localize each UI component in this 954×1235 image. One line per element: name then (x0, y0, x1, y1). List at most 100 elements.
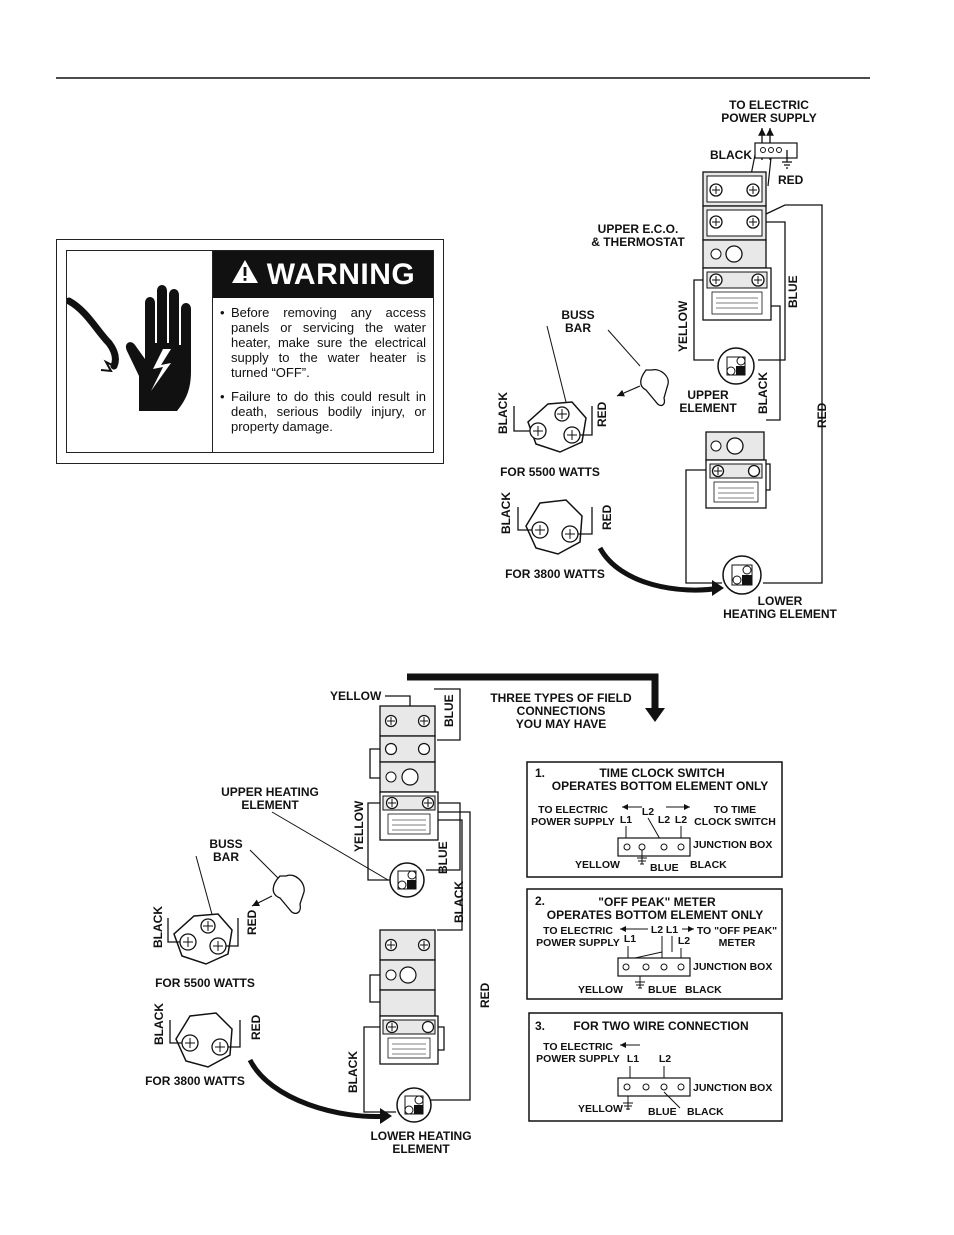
inset-3800 (517, 499, 593, 555)
yellow-wire-label: YELLOW (676, 300, 690, 352)
watts-5500-label: FOR 5500 WATTS (500, 465, 600, 479)
yellow-label: YELLOW (575, 859, 620, 871)
terminal-label: L2 (675, 814, 687, 826)
upper-heating-label: ELEMENT (241, 798, 299, 812)
terminal-label: L2 (651, 924, 663, 936)
upper-thermostat (702, 171, 772, 321)
box-title: TIME CLOCK SWITCH (599, 766, 724, 780)
inset-black-label: BLACK (496, 392, 510, 434)
inset-3800-2 (169, 1012, 241, 1068)
three-types-label: YOU MAY HAVE (516, 717, 606, 731)
blue-label: BLUE (648, 1106, 677, 1118)
buss-bar-icon (640, 369, 669, 407)
buss-bar-icon (272, 874, 305, 915)
left-label: POWER SUPPLY (531, 816, 615, 828)
lower-heating-element (722, 555, 762, 595)
black-lower-label: BLACK (346, 1051, 360, 1093)
lower-heating-element-2 (396, 1087, 432, 1123)
lower-element-label: HEATING ELEMENT (723, 607, 837, 621)
terminal-label: L2 (642, 806, 654, 818)
lower-heating-label: LOWER HEATING (370, 1129, 471, 1143)
three-types-label: THREE TYPES OF FIELD (490, 691, 632, 705)
connection-box-3: 3. FOR TWO WIRE CONNECTION TO ELECTRIC P… (528, 1012, 783, 1122)
warning-label: WARNING Before removing any access panel… (56, 239, 444, 464)
curved-arrow (247, 1058, 389, 1119)
left-label: TO ELECTRIC (538, 804, 608, 816)
junction-box (617, 837, 691, 857)
lower-element-label: LOWER (758, 594, 803, 608)
lower-thermostat (705, 431, 767, 509)
buss-bar-label: BUSS (209, 837, 242, 851)
supply-label: POWER SUPPLY (721, 111, 817, 125)
warning-triangle-icon (231, 258, 259, 292)
diagram-lower: YELLOW BLUE THREE TYPES OF FIELD CONNECT… (145, 673, 665, 1156)
right-label: CLOCK SWITCH (694, 816, 776, 828)
watts-5500-label: FOR 5500 WATTS (155, 976, 255, 990)
terminal-label: L1 (620, 814, 632, 826)
diagram-upper: TO ELECTRIC POWER SUPPLY BLACK RED (496, 98, 838, 621)
upper-element-label: ELEMENT (679, 401, 737, 415)
warning-title: WARNING (266, 257, 416, 291)
junction-box (617, 1077, 691, 1097)
terminal-label: L2 (678, 935, 690, 947)
blue-wire-label: BLUE (786, 275, 800, 308)
buss-bar-label: BAR (213, 850, 239, 864)
warning-banner: WARNING (213, 251, 433, 298)
inset-black-label: BLACK (499, 492, 513, 534)
terminal-label: L1 (627, 1053, 639, 1065)
left-label: POWER SUPPLY (536, 937, 620, 949)
inset-5500-2 (167, 913, 239, 965)
box-title: "OFF PEAK" METER (598, 895, 716, 909)
connection-box-2: 2. "OFF PEAK" METER OPERATES BOTTOM ELEM… (526, 888, 783, 1000)
warning-frame: WARNING Before removing any access panel… (65, 250, 434, 453)
eco-label: & THERMOSTAT (591, 235, 685, 249)
inset-black-label: BLACK (152, 1003, 166, 1045)
upper-element (717, 347, 755, 385)
supply-terminal-block (754, 142, 798, 159)
terminal-label: L1 (624, 933, 636, 945)
electric-shock-hand-icon (65, 251, 213, 452)
black-wire-label: BLACK (710, 148, 752, 162)
inset-red-label: RED (600, 504, 614, 530)
upper-element-label: UPPER (687, 388, 729, 402)
blue-label: BLUE (650, 862, 679, 874)
lower-heating-label: ELEMENT (392, 1142, 450, 1156)
blue-vert-label: BLUE (436, 841, 450, 874)
inset-5500 (513, 401, 593, 453)
inset-red-label: RED (245, 909, 259, 935)
right-label: TO "OFF PEAK" (697, 925, 777, 937)
lower-thermostat-2 (379, 929, 439, 1065)
connection-box-1: 1. TIME CLOCK SWITCH OPERATES BOTTOM ELE… (526, 761, 783, 878)
black-wire-label: BLACK (756, 372, 770, 414)
red-vert-label: RED (478, 982, 492, 1008)
box-title: FOR TWO WIRE CONNECTION (573, 1019, 748, 1033)
red-wire-label: RED (778, 173, 804, 187)
blue-label: BLUE (648, 984, 677, 996)
warning-message: Failure to do this could result in death… (220, 389, 426, 434)
inset-red-label: RED (595, 401, 609, 427)
inset-red-label: RED (249, 1014, 263, 1040)
black-label: BLACK (690, 859, 727, 871)
terminal-label: L2 (659, 1053, 671, 1065)
buss-bar-label: BAR (565, 321, 591, 335)
upper-thermostat-2 (379, 705, 439, 841)
left-label: TO ELECTRIC (543, 1041, 613, 1053)
right-label: TO TIME (714, 804, 756, 816)
supply-label: TO ELECTRIC (729, 98, 809, 112)
box-number: 2. (535, 894, 545, 908)
watts-3800-label: FOR 3800 WATTS (145, 1074, 245, 1088)
junction-label: JUNCTION BOX (693, 839, 772, 851)
terminal-label: L1 (666, 924, 678, 936)
yellow-label: YELLOW (578, 984, 623, 996)
watts-3800-label: FOR 3800 WATTS (505, 567, 605, 581)
warning-messages: Before removing any access panels or ser… (220, 305, 426, 443)
junction-label: JUNCTION BOX (693, 1082, 772, 1094)
left-label: TO ELECTRIC (543, 925, 613, 937)
blue-top-label: BLUE (442, 694, 456, 727)
upper-heating-element (389, 862, 425, 898)
inset-black-label: BLACK (151, 906, 165, 948)
junction-label: JUNCTION BOX (693, 961, 772, 973)
three-types-label: CONNECTIONS (517, 704, 606, 718)
black-label: BLACK (687, 1106, 724, 1118)
